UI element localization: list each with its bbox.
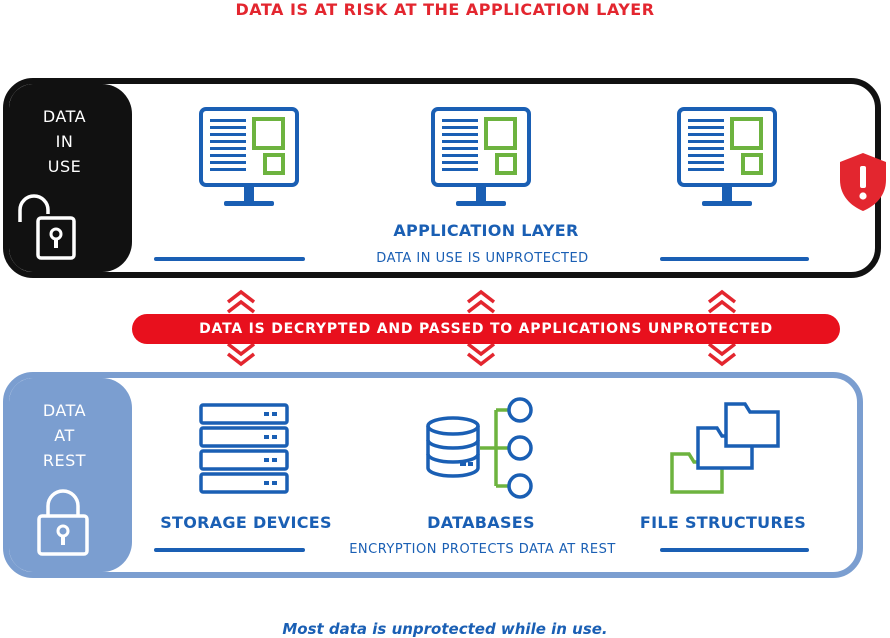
data-at-rest-label-line-3: REST [42, 451, 87, 470]
data-in-use-subheading: DATA IN USE IS UNPROTECTED [376, 251, 589, 266]
application-layer-heading: APPLICATION LAYER [393, 221, 579, 240]
data-in-use-panel [3, 78, 881, 278]
divider-line [154, 548, 305, 552]
data-at-rest-label-line-1: DATA [42, 401, 87, 420]
data-in-use-label-line-1: DATA [42, 107, 87, 126]
double-arrow-icon [466, 289, 496, 367]
server-rack-icon [199, 403, 289, 494]
databases-label: DATABASES [427, 513, 535, 532]
divider-line [154, 257, 305, 261]
data-at-rest-label: DATA AT REST [3, 398, 126, 473]
monitor-icon [677, 107, 777, 206]
double-arrow-icon [707, 289, 737, 367]
storage-devices-label: STORAGE DEVICES [160, 513, 332, 532]
divider-line [660, 257, 809, 261]
file-structures-label: FILE STRUCTURES [639, 513, 807, 532]
unlocked-padlock-icon [18, 194, 76, 260]
data-in-use-sidebar [9, 84, 132, 272]
shield-alert-icon [840, 153, 886, 211]
data-in-use-label-line-2: IN [55, 132, 74, 151]
data-at-rest-label-line-2: AT [54, 426, 75, 445]
monitor-icon [199, 107, 299, 206]
data-at-rest-subheading: ENCRYPTION PROTECTS DATA AT REST [349, 542, 616, 557]
data-at-rest-sidebar [9, 378, 132, 572]
data-in-use-label: DATA IN USE [3, 104, 126, 179]
decryption-warning-banner: DATA IS DECRYPTED AND PASSED TO APPLICAT… [132, 314, 840, 344]
data-in-use-label-line-3: USE [47, 157, 82, 176]
database-icon [426, 397, 533, 499]
divider-line [660, 548, 809, 552]
folders-icon [670, 402, 780, 494]
caption: Most data is unprotected while in use. [282, 620, 608, 638]
double-arrow-icon [226, 289, 256, 367]
diagram-title: DATA IS AT RISK AT THE APPLICATION LAYER [235, 0, 655, 19]
monitor-icon [431, 107, 531, 206]
locked-padlock-icon [37, 489, 89, 556]
